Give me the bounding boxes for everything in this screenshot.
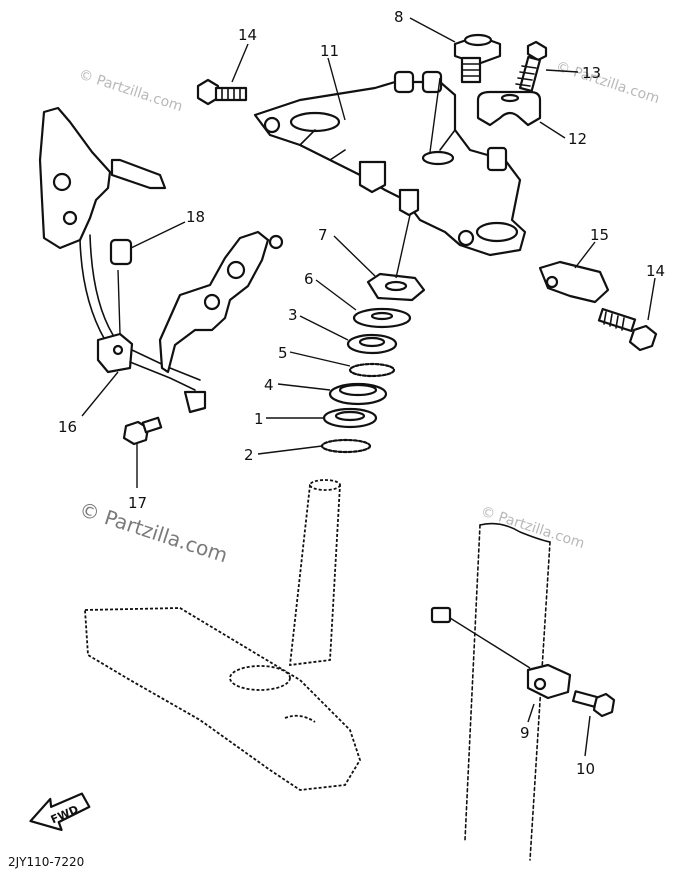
leader-lines [81, 17, 656, 757]
callout-13: 13 [582, 64, 601, 82]
callout-11: 11 [320, 42, 339, 60]
upper-bracket-part-11 [253, 70, 527, 257]
callout-8: 8 [394, 8, 404, 26]
clamp-part-9 [526, 663, 572, 700]
callout-15: 15 [590, 226, 609, 244]
callout-5: 5 [278, 344, 288, 362]
steering-stem-ghost [84, 479, 361, 791]
callout-2: 2 [244, 446, 254, 464]
clamp-part-15 [538, 260, 610, 304]
ball-bearing-part-2 [320, 438, 372, 454]
bearing-race-part-4 [328, 382, 388, 406]
callout-16: 16 [58, 418, 77, 436]
bearing-race-part-1 [322, 407, 378, 429]
ball-bearing-part-5 [348, 362, 396, 378]
callout-18: 18 [186, 208, 205, 226]
callout-12: 12 [568, 130, 587, 148]
callout-1: 1 [254, 410, 264, 428]
watermark-main: © Partzilla.com [76, 497, 230, 568]
handlebar-holder-part-12 [476, 90, 542, 127]
bolt-part-14-top [196, 78, 248, 106]
callout-7: 7 [318, 226, 328, 244]
washer-part-6 [352, 307, 412, 329]
bearing-race-part-3 [346, 333, 398, 355]
callout-10: 10 [576, 760, 595, 778]
callout-3: 3 [288, 306, 298, 324]
bolt-part-13 [515, 40, 548, 93]
callout-14-right: 14 [646, 262, 665, 280]
bolt-part-10 [571, 690, 616, 718]
callout-17: 17 [128, 494, 147, 512]
crown-bolt-part-8 [453, 33, 502, 84]
callout-4: 4 [264, 376, 274, 394]
fwd-arrow-icon: FWD [29, 792, 91, 832]
callout-14-top: 14 [238, 26, 257, 44]
diagram-code: 2JY110-7220 [8, 855, 84, 869]
steering-nut-part-7 [366, 272, 426, 302]
bolt-part-14-right [597, 307, 658, 352]
fork-leg-ghost [430, 522, 551, 861]
callout-9: 9 [520, 724, 530, 742]
watermark-small: © Partzilla.com [77, 67, 185, 116]
watermark-small: © Partzilla.com [554, 59, 662, 108]
callout-6: 6 [304, 270, 314, 288]
watermark-small: © Partzilla.com [479, 504, 587, 553]
bolt-part-17 [122, 416, 163, 446]
steering-stay-bracket [38, 106, 284, 414]
callouts: 8 11 13 14 12 18 7 15 14 6 3 5 4 1 2 16 … [58, 8, 665, 778]
